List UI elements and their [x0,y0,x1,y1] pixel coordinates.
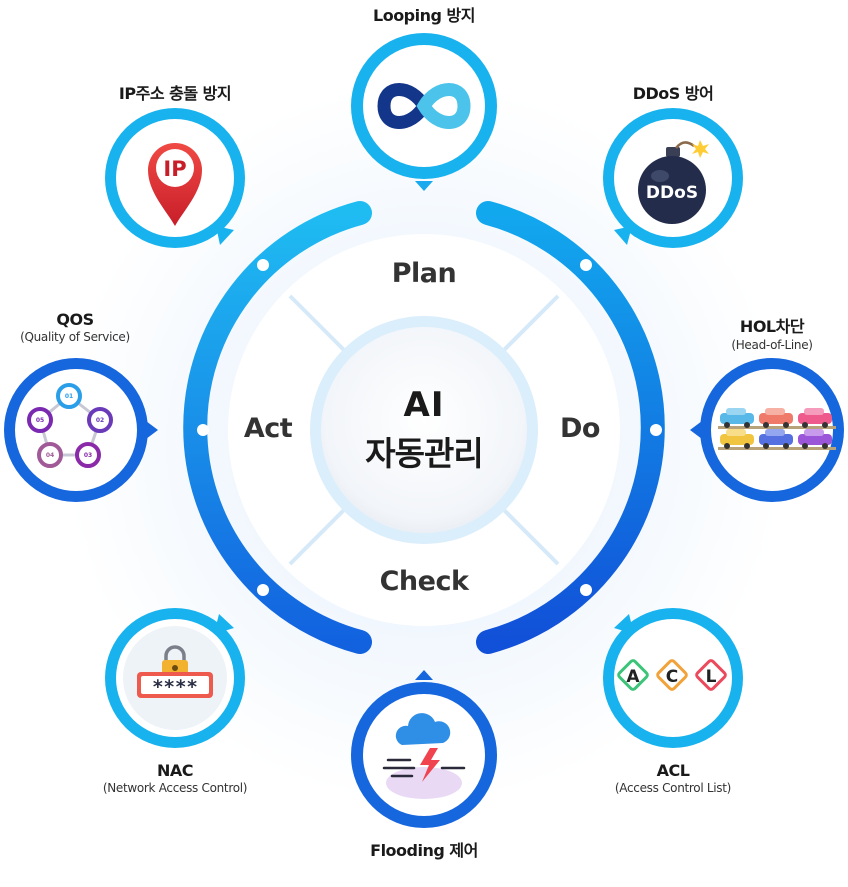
nac-label: NAC (Network Access Control) [65,761,285,795]
ddos-label: DDoS 방어 [573,80,773,104]
phase-act: Act [243,413,293,444]
hol-node [690,358,844,502]
looping-label: Looping 방지 [324,2,524,26]
nac-icon-text: **** [152,676,198,698]
qos-step-03: 03 [84,452,92,459]
nac-node: **** [105,608,245,748]
location-pin-icon: IP [148,143,202,226]
flooding-title: Flooding 제어 [370,841,478,860]
acl-node: A C L [603,608,743,748]
acl-letter-c: C [666,667,678,687]
qos-cycle-icon: 01 02 03 04 05 [27,383,113,468]
ddos-icon-text: DDoS [646,183,698,203]
password-lock-icon: **** [123,626,227,730]
acl-letter-l: L [706,667,717,687]
looping-node [351,33,497,191]
qos-label: QOS (Quality of Service) [0,310,150,344]
center-title-korean: 자동관리 [365,434,483,473]
flooding-label: Flooding 제어 [324,837,524,861]
storm-cloud-icon [382,713,466,799]
acl-letter-a: A [626,667,640,687]
nac-title: NAC [156,761,194,780]
center-title-ai: AI [403,385,445,425]
ip-label: IP주소 충돌 방지 [75,80,275,104]
acl-label: ACL (Access Control List) [573,761,773,795]
qos-step-02: 02 [96,417,104,424]
qos-node: 01 02 03 04 05 [4,358,158,502]
bomb-icon: DDoS [638,140,709,224]
phase-check: Check [379,566,469,597]
hol-subtitle: (Head-of-Line) [731,338,813,352]
looping-title: Looping 방지 [373,6,475,25]
hol-title: HOL차단 [739,317,805,336]
nac-subtitle: (Network Access Control) [102,781,248,795]
phase-plan: Plan [391,258,457,289]
quadrant-dividers [288,294,560,566]
phase-do: Do [560,413,600,444]
hol-label: HOL차단 (Head-of-Line) [682,313,848,352]
left-arc [183,201,372,654]
qos-step-04: 04 [46,452,54,459]
qos-step-05: 05 [36,417,44,424]
ddos-node: DDoS [603,108,743,248]
ddos-title: DDoS 방어 [632,84,714,103]
acl-subtitle: (Access Control List) [614,781,732,795]
ip-icon-text: IP [163,157,186,181]
center-circle [321,327,527,533]
flooding-node [351,670,497,828]
arc-dots [197,259,662,596]
ip-title: IP주소 충돌 방지 [118,84,232,103]
qos-step-01: 01 [65,393,73,400]
traffic-cars-icon [718,408,836,450]
ip-node: IP [105,108,245,248]
acl-letters-icon: A C L [617,659,727,691]
qos-title: QOS [56,310,94,329]
acl-title: ACL [656,761,690,780]
infinity-icon [377,83,471,129]
qos-subtitle: (Quality of Service) [20,330,130,344]
